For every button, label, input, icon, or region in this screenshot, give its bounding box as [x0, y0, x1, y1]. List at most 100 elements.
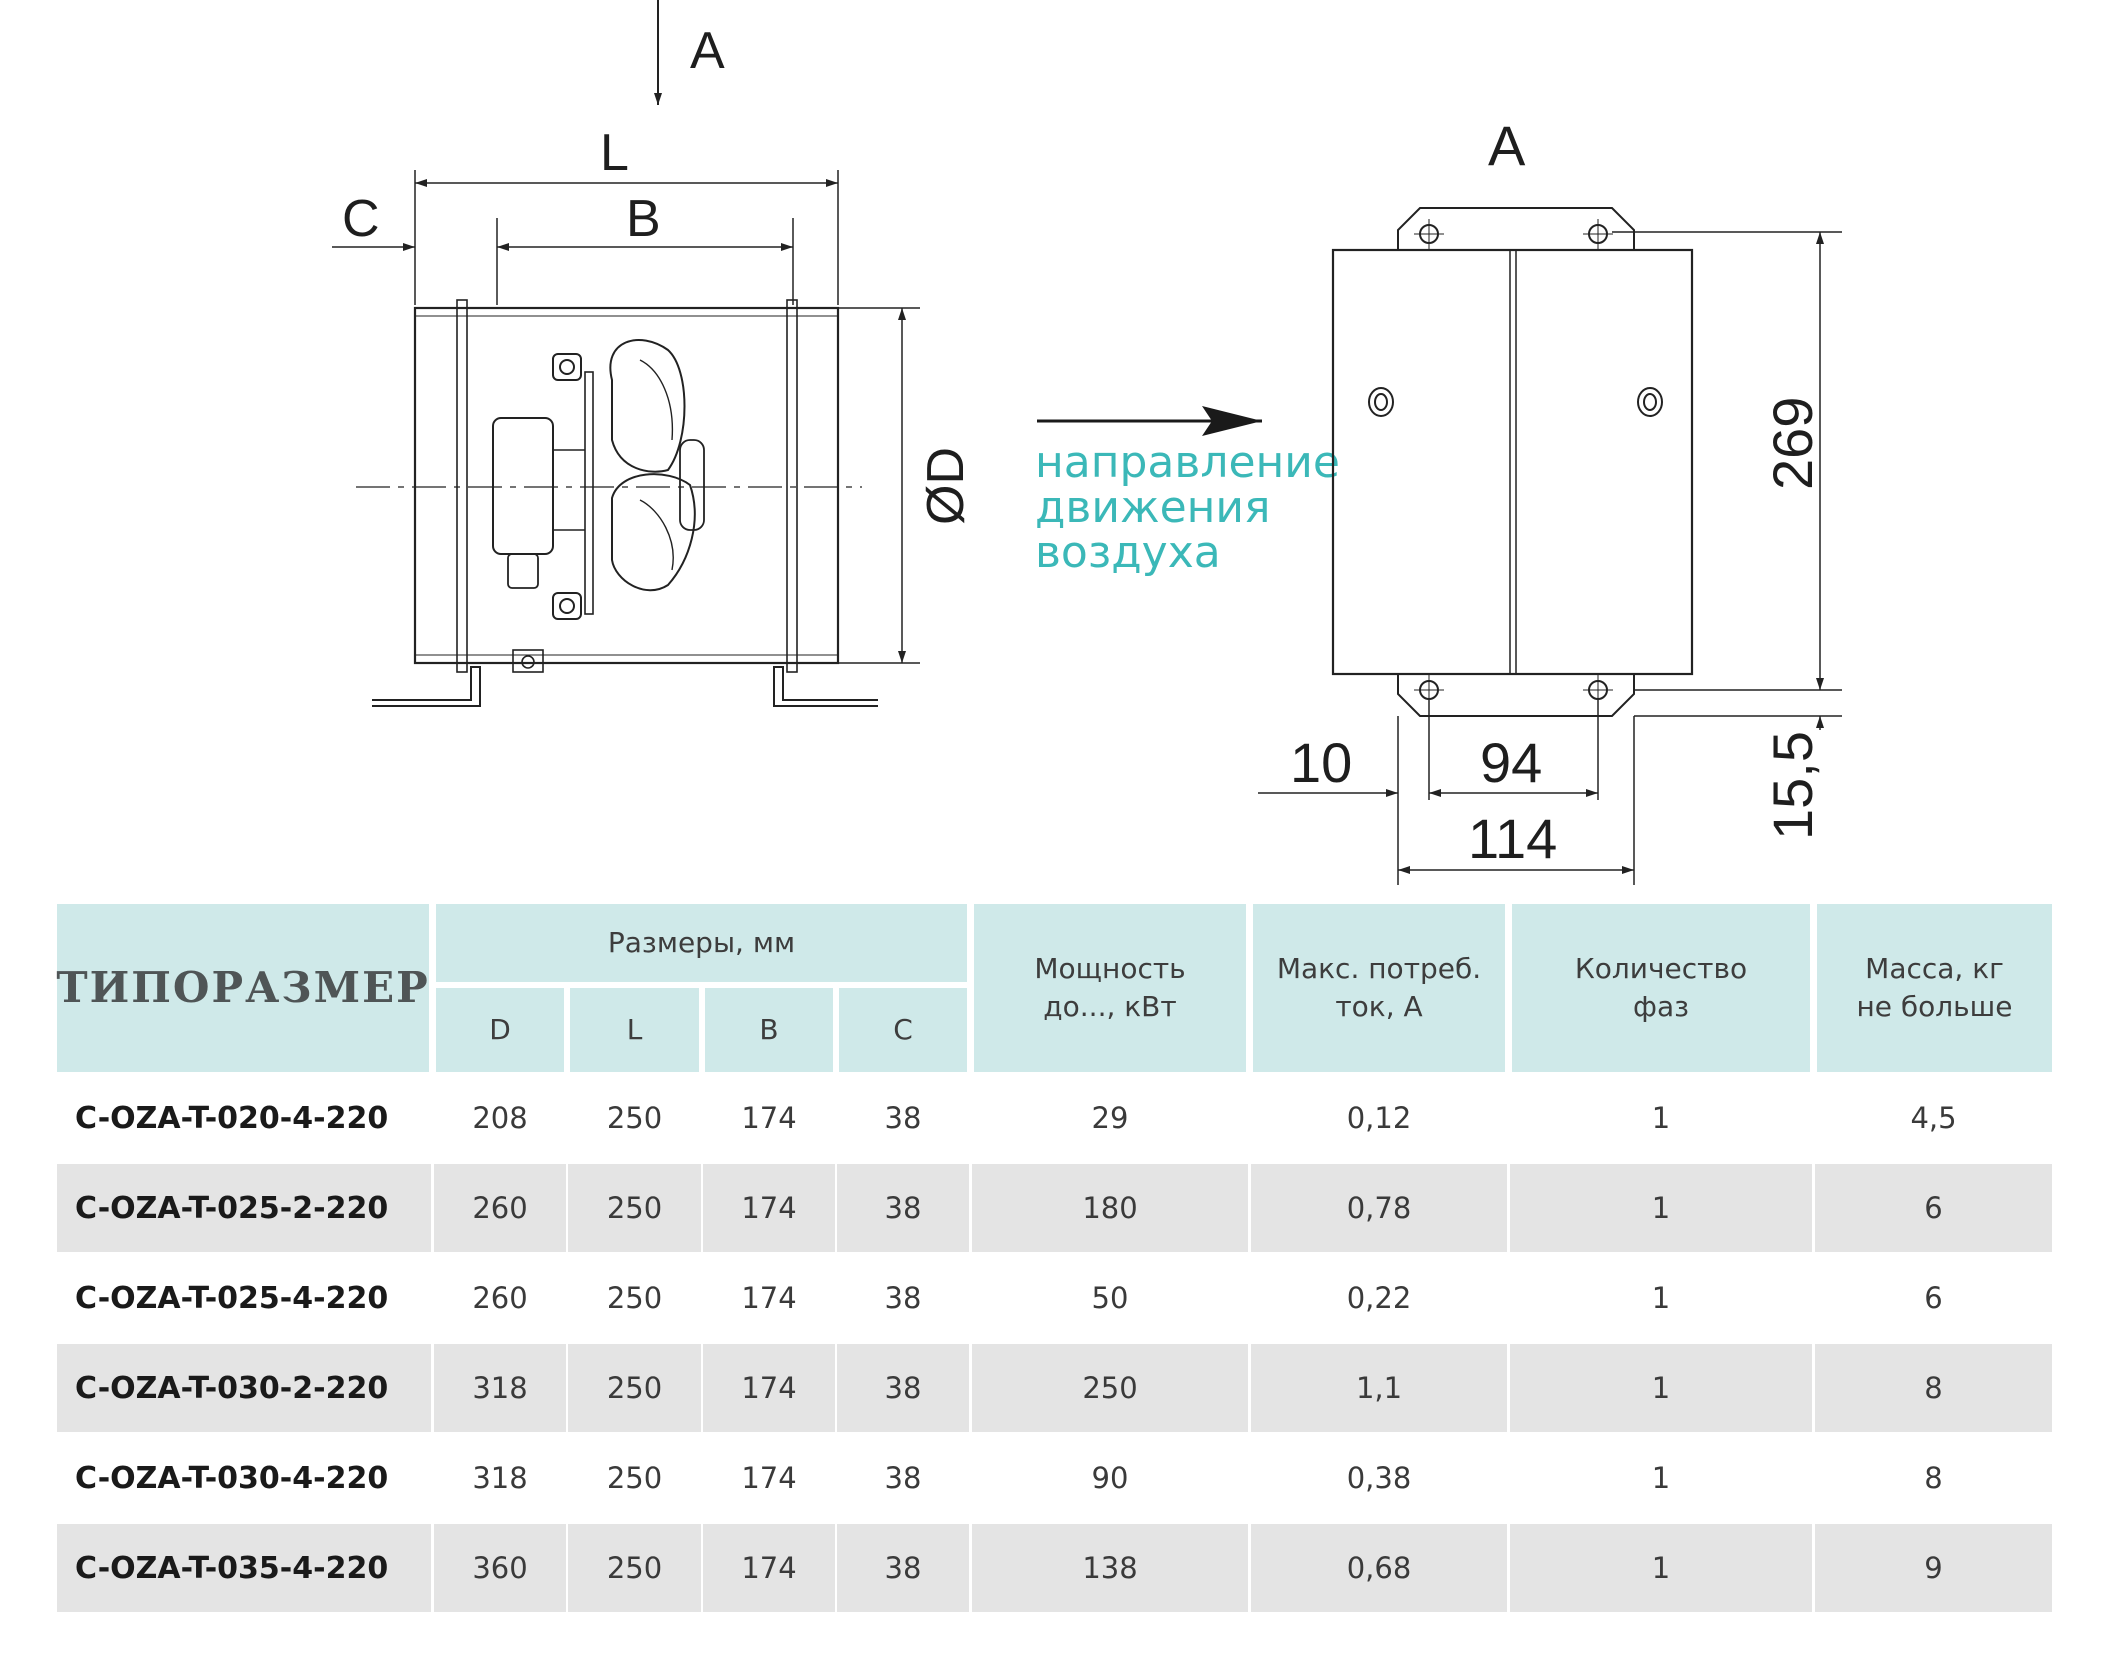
header-phases-line-1: Количество: [1574, 952, 1748, 985]
cell-mass: 6: [1815, 1164, 2052, 1252]
cell-c: 38: [837, 1344, 969, 1432]
cell-current: 0,22: [1346, 1281, 1412, 1315]
air-direction-line-3: воздуха: [1035, 527, 1221, 578]
header-dimensions-group: Размеры, мм: [436, 904, 967, 982]
header-power-line-2: до..., кВт: [1043, 990, 1177, 1023]
cell-b: 174: [703, 1164, 835, 1252]
header-power-line-1: Мощность: [1034, 952, 1186, 985]
cell-b: 174: [741, 1101, 797, 1135]
impeller-blade: [611, 473, 696, 592]
cell-power: 90: [1091, 1461, 1129, 1495]
header-dim-b: B: [705, 988, 833, 1072]
front-view: [1258, 207, 1842, 885]
cell-model: C-OZA-T-020-4-220: [75, 1100, 389, 1136]
cell-l: 250: [606, 1101, 663, 1135]
header-current-line-1: Макс. потреб.: [1276, 952, 1482, 985]
cell-current: 0,78: [1251, 1164, 1507, 1252]
table-row: C-OZA-T-035-4-220 360 250 174 38 138 0,6…: [57, 1524, 2052, 1612]
cell-model: C-OZA-T-030-4-220: [75, 1460, 389, 1496]
header-power: Мощность до..., кВт: [974, 904, 1246, 1072]
header-current-line-2: ток, А: [1335, 990, 1423, 1023]
dim-label-l: L: [600, 124, 629, 182]
air-direction-line-1: направление: [1035, 437, 1340, 488]
cell-d: 260: [434, 1164, 566, 1252]
cell-b: 174: [741, 1281, 797, 1315]
duct-body: [413, 306, 840, 665]
dim-label-269: 269: [1761, 397, 1824, 490]
cell-power: 50: [1091, 1281, 1129, 1315]
view-marker-label: A: [690, 22, 725, 80]
cell-current: 1,1: [1251, 1344, 1507, 1432]
cell-phases: 1: [1510, 1524, 1812, 1612]
dim-label-114: 114: [1468, 807, 1557, 870]
table-row: C-OZA-T-025-2-220 260 250 174 38 180 0,7…: [57, 1164, 2052, 1252]
cell-d: 260: [472, 1281, 528, 1315]
table-row: C-OZA-T-020-4-220 208 250 174 38 29 0,12…: [57, 1074, 2052, 1162]
cell-c: 38: [837, 1524, 969, 1612]
cell-l: 250: [568, 1164, 701, 1252]
cell-current: 0,68: [1251, 1524, 1507, 1612]
front-body: [1331, 248, 1694, 676]
table-row: C-OZA-T-030-2-220 318 250 174 38 250 1,1…: [57, 1344, 2052, 1432]
cell-power: 29: [1091, 1101, 1129, 1135]
table-row: C-OZA-T-030-4-220 318 250 174 38 90 0,38…: [57, 1434, 2052, 1522]
air-direction-line-2: движения: [1035, 482, 1271, 533]
cell-phases: 1: [1651, 1461, 1671, 1495]
header-phases-line-2: фаз: [1633, 990, 1689, 1023]
cell-mass: 8: [1815, 1344, 2052, 1432]
cell-c: 38: [884, 1281, 922, 1315]
cell-phases: 1: [1510, 1344, 1812, 1432]
dim-label-15-5: 15,5: [1761, 731, 1824, 840]
technical-drawing: A L B C ØD направление движения воздуха: [332, 0, 1842, 885]
dim-label-c: C: [342, 190, 380, 248]
header-dim-d: D: [436, 988, 564, 1072]
cell-l: 250: [568, 1524, 701, 1612]
cell-d: 208: [472, 1101, 528, 1135]
cell-c: 38: [837, 1164, 969, 1252]
cell-l: 250: [606, 1281, 663, 1315]
impeller-blade: [609, 339, 686, 473]
header-phases: Количество фаз: [1512, 904, 1810, 1072]
cell-phases: 1: [1651, 1281, 1671, 1315]
cell-mass: 8: [1924, 1461, 1943, 1495]
cell-mass: 4,5: [1910, 1101, 1957, 1135]
cell-power: 250: [972, 1344, 1248, 1432]
header-dim-c: C: [839, 988, 967, 1072]
dim-label-10: 10: [1290, 731, 1352, 794]
header-current: Макс. потреб. ток, А: [1253, 904, 1505, 1072]
cell-current: 0,12: [1346, 1101, 1412, 1135]
cell-power: 138: [972, 1524, 1248, 1612]
motor: [492, 417, 554, 555]
cell-model: C-OZA-T-035-4-220: [57, 1524, 431, 1612]
dim-label-b: B: [626, 190, 661, 248]
dim-label-94: 94: [1480, 731, 1542, 794]
cell-d: 318: [434, 1344, 566, 1432]
cell-current: 0,38: [1346, 1461, 1412, 1495]
cell-model: C-OZA-T-025-2-220: [57, 1164, 431, 1252]
cell-model: C-OZA-T-025-4-220: [75, 1280, 389, 1316]
cell-d: 360: [434, 1524, 566, 1612]
header-mass-line-2: не больше: [1856, 990, 2013, 1023]
header-model: ТИПОРАЗМЕР: [56, 904, 429, 1072]
cell-c: 38: [884, 1101, 922, 1135]
side-view: [332, 0, 920, 707]
header-dim-l: L: [570, 988, 699, 1072]
cell-c: 38: [884, 1461, 922, 1495]
cell-d: 318: [472, 1461, 528, 1495]
table-row: C-OZA-T-025-4-220 260 250 174 38 50 0,22…: [57, 1254, 2052, 1342]
cell-model: C-OZA-T-030-2-220: [57, 1344, 431, 1432]
cell-mass: 9: [1815, 1524, 2052, 1612]
cell-phases: 1: [1651, 1101, 1671, 1135]
cell-l: 250: [606, 1461, 663, 1495]
cell-b: 174: [703, 1344, 835, 1432]
cell-b: 174: [741, 1461, 797, 1495]
header-mass: Масса, кг не больше: [1817, 904, 2052, 1072]
cell-l: 250: [568, 1344, 701, 1432]
dim-label-d: ØD: [917, 447, 975, 525]
cell-phases: 1: [1510, 1164, 1812, 1252]
cell-b: 174: [703, 1524, 835, 1612]
header-mass-line-1: Масса, кг: [1865, 952, 2004, 985]
cell-power: 180: [972, 1164, 1248, 1252]
cell-mass: 6: [1924, 1281, 1943, 1315]
front-view-title: A: [1488, 114, 1526, 177]
